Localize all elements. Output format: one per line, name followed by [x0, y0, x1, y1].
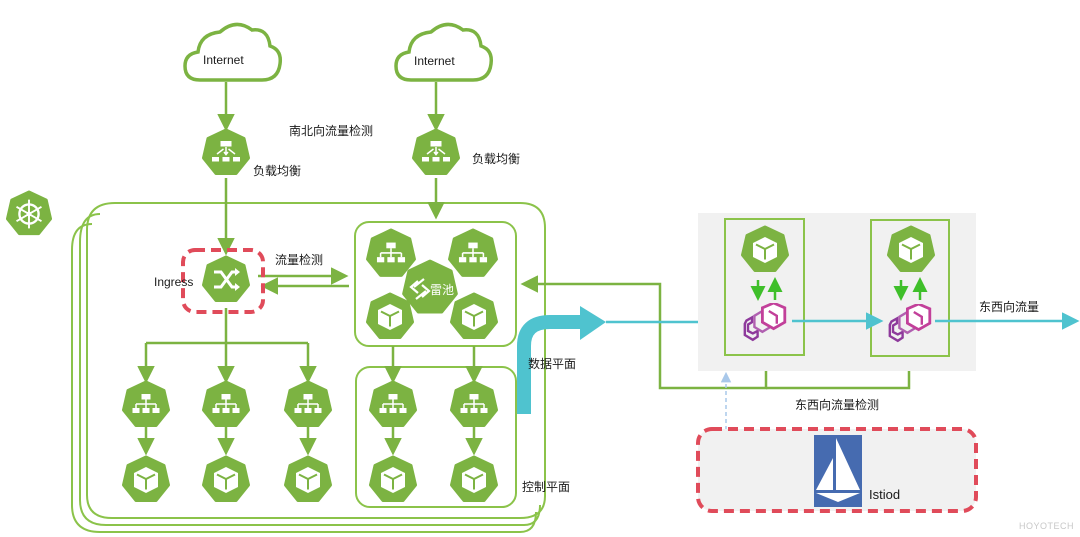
pod-cube-icon [284, 455, 332, 502]
load-balancer-icon-left [202, 128, 250, 175]
data-plane-label: 数据平面 [528, 357, 577, 371]
service-mesh-panel [698, 213, 976, 371]
control-plane-box [355, 366, 517, 508]
sidecar-pod-box-2 [870, 219, 950, 357]
load-balancer-label-left: 负载均衡 [253, 164, 302, 178]
istiod-label: Istiod [869, 487, 901, 502]
pod-cube-icon [366, 292, 414, 339]
cloud-icon [183, 22, 283, 82]
pod-cube-icon [887, 225, 935, 272]
pod-cube-icon [741, 225, 789, 272]
watermark: HOYOTECH [1018, 521, 1074, 531]
service-network-icon [366, 228, 416, 277]
east-west-traffic-label: 东西向流量 [979, 300, 1040, 314]
ingress-label: Ingress [154, 275, 194, 289]
north-south-inspection-label: 南北向流量检测 [289, 124, 374, 138]
service-network-icon [450, 380, 498, 427]
pod-cube-icon [450, 455, 498, 502]
safeline-node [402, 259, 458, 314]
sidecar-pod-box-1 [724, 218, 805, 356]
cluster-boundary [71, 202, 546, 533]
pod-cube-icon [369, 455, 417, 502]
internet-cloud-left [183, 22, 283, 82]
data-plane-box [354, 221, 517, 347]
service-network-icon [448, 228, 498, 277]
pod-cube-icon [450, 292, 498, 339]
traffic-inspection-label: 流量检测 [275, 253, 324, 267]
service-network-icon [284, 380, 332, 427]
istio-sail-icon [814, 435, 862, 507]
service-network-icon [122, 380, 170, 427]
load-balancer-label-right: 负载均衡 [472, 152, 521, 166]
service-network-icon [369, 380, 417, 427]
connectors [137, 82, 911, 456]
cloud-icon [394, 22, 494, 82]
pod-cube-icon [122, 455, 170, 502]
kubernetes-helm-icon [5, 190, 53, 236]
safeline-label: 雷池 [430, 283, 455, 297]
ingress-shuffle-icon [202, 255, 250, 302]
pod-cube-icon [202, 455, 250, 502]
pod-sidecar-arrows [750, 277, 928, 301]
service-network-icon [202, 380, 250, 427]
load-balancer-icon-right [412, 128, 460, 175]
control-plane-label: 控制平面 [522, 480, 571, 494]
safeline-logo-icon [409, 278, 431, 300]
internet-label-left: Internet [203, 53, 244, 67]
ingress-highlight-frame [181, 248, 265, 314]
east-west-inspection-label: 东西向流量检测 [795, 398, 880, 412]
internet-cloud-right [394, 22, 494, 82]
internet-label-right: Internet [414, 54, 455, 68]
